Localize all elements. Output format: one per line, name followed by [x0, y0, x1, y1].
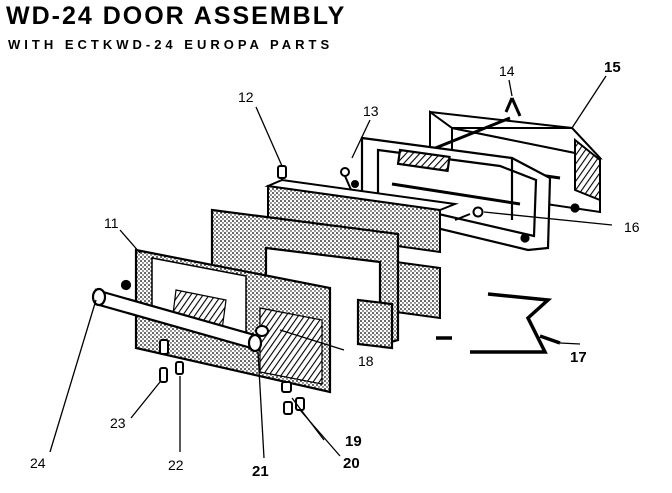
part-23-screws — [159, 339, 184, 383]
callout-13: 13 — [363, 103, 379, 119]
callout-21: 21 — [252, 463, 269, 480]
callout-19: 19 — [345, 433, 362, 450]
callout-12: 12 — [238, 89, 254, 105]
inner-hinge-channel — [264, 178, 459, 320]
door-gasket-frame — [210, 208, 400, 350]
callout-labels: 12 13 14 15 16 17 18 19 20 21 22 23 24 1… — [30, 59, 640, 480]
callout-14: 14 — [499, 63, 515, 79]
callout-22: 22 — [168, 457, 184, 473]
callout-20: 20 — [343, 455, 360, 472]
part-21-spacer — [255, 325, 269, 337]
diagram-subtitle: WITH ECTKWD-24 EUROPA PARTS — [8, 37, 334, 52]
part-13-screw — [340, 167, 359, 193]
callout-24: 24 — [30, 455, 46, 471]
diagram-title: WD-24 DOOR ASSEMBLY — [6, 2, 347, 30]
leader-lines — [49, 75, 613, 459]
callout-11: 11 — [104, 215, 119, 231]
callout-15: 15 — [604, 59, 621, 76]
callout-23: 23 — [110, 415, 126, 431]
callout-16: 16 — [624, 219, 640, 235]
callout-18: 18 — [358, 353, 374, 369]
part-17-strike-plate — [436, 292, 561, 354]
callout-17: 17 — [570, 349, 587, 366]
